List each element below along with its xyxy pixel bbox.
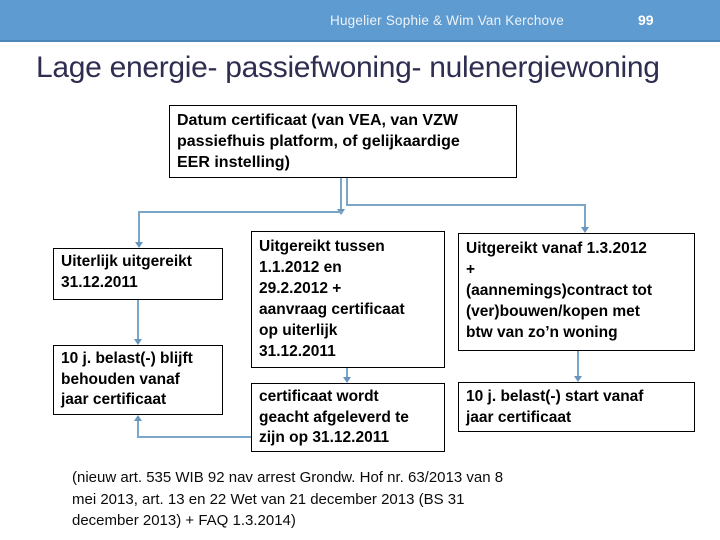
connector-right1-to-right2-arrowhead [574,376,582,382]
connector-top-to-right-vline2 [584,204,586,227]
connector-left1-to-left2-arrowhead [134,339,142,345]
box-10j-belast-start: 10 j. belast(-) start vanaf jaar certifi… [458,382,695,432]
connector-top-to-right-arrowhead [581,227,589,233]
connector-mid2-to-left2-arrowhead [134,415,142,421]
box-uitgereikt-tussen: Uitgereikt tussen 1.1.2012 en 29.2.2012 … [251,231,445,368]
box-uiterlijk-uitgereikt: Uiterlijk uitgereikt 31.12.2011 [53,248,223,300]
connector-top-to-left-hline [138,211,342,213]
box-uitgereikt-vanaf: Uitgereikt vanaf 1.3.2012 + (aannemings)… [458,233,695,351]
connector-top-to-left-arrowhead [135,242,143,248]
box-10j-belast-blijft: 10 j. belast(-) blijft behouden vanaf ja… [53,345,223,415]
connector-right1-to-right2-line [577,351,579,376]
connector-top-to-left-vline [138,211,140,242]
connector-left1-to-left2-line [137,300,139,339]
connector-mid2-to-left2-vline [137,421,139,438]
slide-page-number: 99 [638,12,654,28]
slide-title: Lage energie- passiefwoning- nulenergiew… [36,51,660,84]
legal-footnote: (nieuw art. 535 WIB 92 nav arrest Grondw… [72,469,504,529]
connector-top-to-right-hline [346,204,586,206]
box-datum-certificaat: Datum certificaat (van VEA, van VZW pass… [169,105,517,178]
box-certificaat-geacht: certificaat wordt geacht afgeleverd te z… [251,383,445,452]
header-author-text: Hugelier Sophie & Wim Van Kerchove [330,13,564,28]
connector-mid1-to-mid2-arrowhead [343,377,351,383]
slide-header-bar: Hugelier Sophie & Wim Van Kerchove 99 [0,0,720,42]
connector-top-to-right-vline1 [346,178,348,206]
connector-top-to-middle-line [340,178,342,210]
connector-mid1-to-mid2-line [346,368,348,377]
connector-mid2-to-left2-hline [137,436,251,438]
